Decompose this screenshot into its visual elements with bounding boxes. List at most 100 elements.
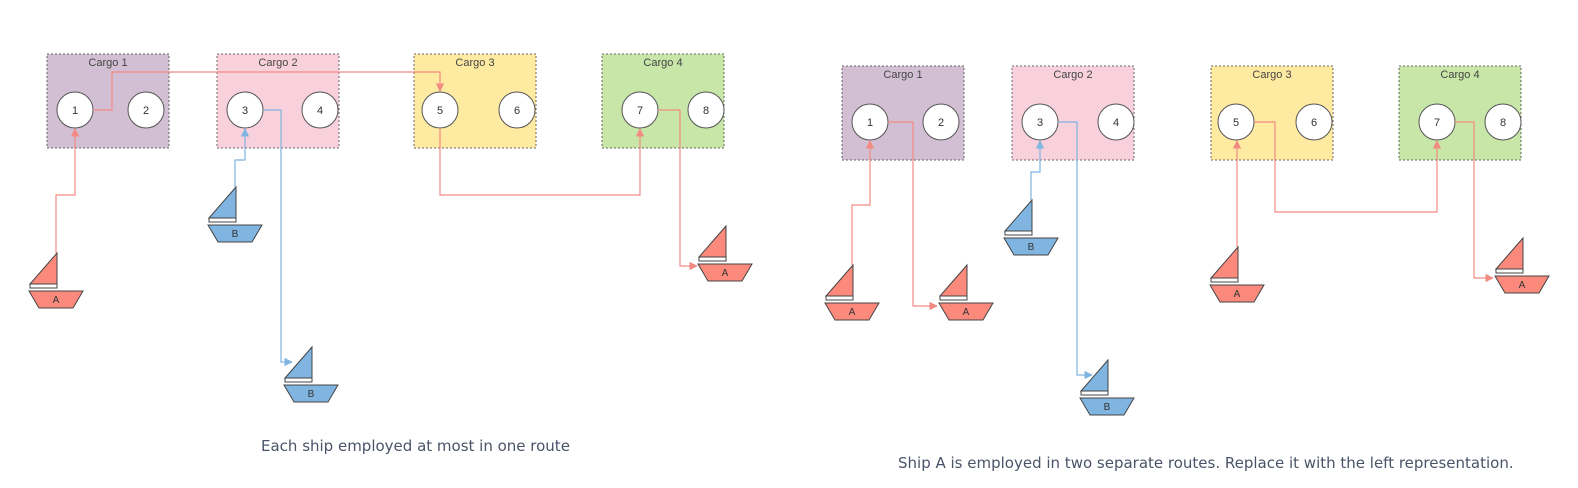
ship-label: B bbox=[1028, 242, 1035, 253]
ship-hull bbox=[938, 302, 994, 321]
route-node-7-to-ship-a2 bbox=[1455, 121, 1494, 283]
ship-label: A bbox=[963, 307, 970, 318]
ship-label: A bbox=[849, 307, 856, 318]
ship-label: A bbox=[1234, 289, 1241, 300]
ship-boom bbox=[29, 283, 58, 289]
ship-hull bbox=[1079, 397, 1135, 416]
node-8: 8 bbox=[1484, 103, 1522, 141]
node-label: 5 bbox=[1233, 117, 1239, 129]
route-node-5-to-node-7 bbox=[439, 128, 645, 196]
node-label: 2 bbox=[143, 105, 149, 117]
node-label: 3 bbox=[242, 105, 248, 117]
route-a1-to-node-1 bbox=[851, 140, 875, 265]
node-circle bbox=[687, 91, 725, 129]
ship-label: A bbox=[1519, 280, 1526, 291]
ship-sail bbox=[1494, 236, 1524, 270]
node-label: 4 bbox=[317, 105, 323, 117]
caption-right: Ship A is employed in two separate route… bbox=[898, 454, 1514, 472]
caption-left: Each ship employed at most in one route bbox=[261, 437, 570, 455]
ship-hull bbox=[824, 302, 880, 321]
node-label: 1 bbox=[72, 105, 78, 117]
cargo-box-2: Cargo 2 3 4 bbox=[216, 53, 340, 149]
node-label: 4 bbox=[1113, 117, 1119, 129]
cargo-box-2: Cargo 2 3 4 bbox=[1011, 65, 1135, 161]
node-1: 1 bbox=[56, 91, 94, 129]
cargo-label: Cargo 4 bbox=[1440, 69, 1479, 81]
ship-boom bbox=[1495, 268, 1524, 274]
ship-sail bbox=[697, 224, 727, 258]
node-1: 1 bbox=[851, 103, 889, 141]
ship-boom bbox=[825, 295, 854, 301]
ship-a-end-2: A bbox=[1494, 236, 1550, 294]
node-4: 4 bbox=[301, 91, 339, 129]
node-label: 2 bbox=[938, 117, 944, 129]
route-a-to-node-1 bbox=[55, 128, 80, 253]
node-circle bbox=[1484, 103, 1522, 141]
ship-a-start-1: A bbox=[824, 263, 880, 321]
ship-b-start: B bbox=[1003, 198, 1059, 256]
node-label: 7 bbox=[1434, 117, 1440, 129]
route-node-3-to-ship-b bbox=[1058, 121, 1093, 380]
node-label: 6 bbox=[1311, 117, 1317, 129]
node-circle bbox=[922, 103, 960, 141]
ship-hull bbox=[207, 224, 263, 243]
ship-boom bbox=[939, 295, 968, 301]
node-2: 2 bbox=[127, 91, 165, 129]
ship-a-start-2: A bbox=[1209, 245, 1265, 303]
node-label: 7 bbox=[637, 105, 643, 117]
ship-boom bbox=[1004, 230, 1033, 236]
node-label: 3 bbox=[1037, 117, 1043, 129]
ship-sail bbox=[1209, 245, 1239, 279]
ship-label: A bbox=[53, 295, 60, 306]
ship-hull bbox=[283, 384, 339, 403]
ship-sail bbox=[207, 185, 237, 219]
ship-boom bbox=[208, 217, 237, 223]
ship-a-start: A bbox=[28, 251, 84, 309]
ship-boom bbox=[1080, 390, 1109, 396]
route-b-to-node-3 bbox=[234, 128, 250, 187]
node-7: 7 bbox=[1418, 103, 1456, 141]
node-label: 8 bbox=[1500, 117, 1506, 129]
cargo-label: Cargo 3 bbox=[1252, 69, 1291, 81]
ship-a-end-1: A bbox=[938, 263, 994, 321]
route-node-3-to-ship-b bbox=[263, 109, 293, 367]
node-circle bbox=[498, 91, 536, 129]
node-circle bbox=[1097, 103, 1135, 141]
node-5: 5 bbox=[421, 91, 459, 129]
ship-hull bbox=[28, 290, 84, 309]
node-label: 6 bbox=[514, 105, 520, 117]
cargo-box-1: Cargo 1 1 2 bbox=[841, 65, 965, 161]
ship-sail bbox=[1003, 198, 1033, 232]
node-circle bbox=[127, 91, 165, 129]
node-6: 6 bbox=[498, 91, 536, 129]
cargo-box-4: Cargo 4 7 8 bbox=[1398, 65, 1522, 161]
route-node-1-to-node-5 bbox=[93, 71, 445, 111]
cargo-label: Cargo 2 bbox=[1053, 69, 1092, 81]
node-circle bbox=[421, 91, 459, 129]
route-node-7-to-ship-a bbox=[658, 109, 698, 271]
node-circle bbox=[301, 91, 339, 129]
node-label: 1 bbox=[867, 117, 873, 129]
node-label: 5 bbox=[437, 105, 443, 117]
cargo-box-1: Cargo 1 1 2 bbox=[46, 53, 170, 149]
cargo-label: Cargo 3 bbox=[455, 57, 494, 69]
ship-boom bbox=[698, 256, 727, 262]
cargo-label: Cargo 2 bbox=[258, 57, 297, 69]
node-2: 2 bbox=[922, 103, 960, 141]
node-3: 3 bbox=[1021, 103, 1059, 141]
node-circle bbox=[1295, 103, 1333, 141]
node-4: 4 bbox=[1097, 103, 1135, 141]
node-8: 8 bbox=[687, 91, 725, 129]
node-6: 6 bbox=[1295, 103, 1333, 141]
cargo-box-3: Cargo 3 5 6 bbox=[413, 53, 537, 149]
cargo-label: Cargo 1 bbox=[883, 69, 922, 81]
cargo-label: Cargo 1 bbox=[88, 57, 127, 69]
ship-boom bbox=[1210, 277, 1239, 283]
node-3: 3 bbox=[226, 91, 264, 129]
ship-b-end: B bbox=[1079, 358, 1135, 416]
node-5: 5 bbox=[1217, 103, 1255, 141]
ship-label: B bbox=[232, 229, 239, 240]
ship-a-end: A bbox=[697, 224, 753, 282]
